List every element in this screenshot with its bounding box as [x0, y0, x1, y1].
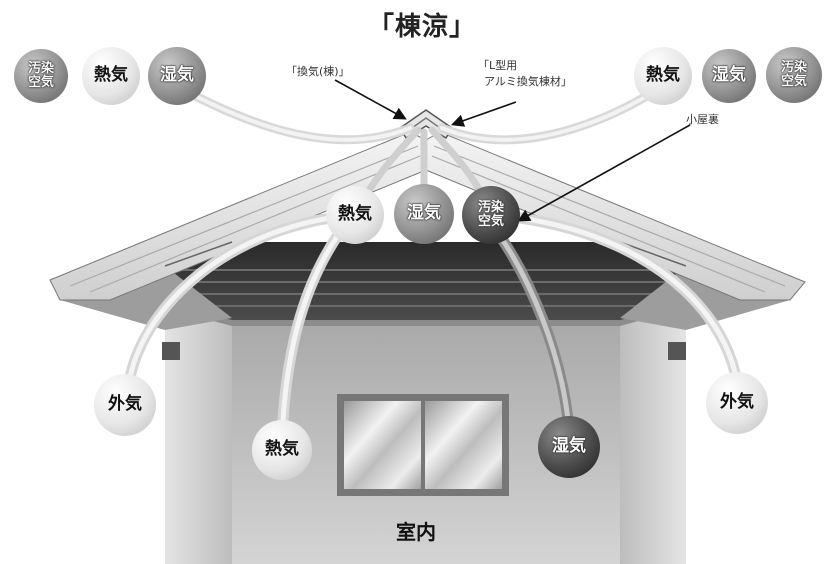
ball-outside-left: 外気	[94, 374, 156, 436]
left-post-band	[162, 342, 180, 360]
ball-attic-polluted: 汚染空気	[462, 186, 520, 244]
right-hip-line	[619, 241, 687, 267]
ball-top-left-heat: 熱気	[82, 47, 140, 105]
right-eave-fascia	[620, 266, 790, 330]
aluminum-vent-label-line1: 「L型用	[478, 59, 518, 72]
ball-top-left-humid: 湿気	[148, 47, 206, 105]
room-label: 室内	[396, 520, 436, 544]
ball-indoor-heat: 熱気	[252, 420, 312, 480]
attic-arrow	[517, 124, 691, 222]
window-pane-right	[425, 401, 502, 489]
attic-label: 小屋裏	[686, 113, 719, 126]
diagram-title: 「棟涼」	[368, 12, 477, 42]
aluminum-vent-label-line2: アルミ換気棟材」	[484, 75, 572, 88]
ball-attic-heat: 熱気	[326, 186, 384, 244]
ball-indoor-humid: 湿気	[538, 416, 600, 478]
ball-top-right-heat: 熱気	[634, 47, 692, 105]
soffit-slats	[140, 269, 700, 307]
aluminum-vent-arrow	[450, 101, 517, 127]
roof-ribs	[69, 145, 786, 293]
ridge-vent-detail	[411, 117, 441, 129]
air-streams	[122, 83, 744, 446]
ridge-vent-label: 「換気(棟)」	[286, 65, 350, 78]
left-eave-fascia	[60, 266, 232, 330]
right-post-band	[668, 342, 686, 360]
right-side-wall	[620, 305, 686, 564]
stream-ridge-right	[437, 83, 665, 145]
window-pane-left	[344, 401, 421, 489]
ball-top-left-polluted: 汚染空気	[14, 49, 68, 103]
left-side-wall	[165, 305, 232, 564]
annotation-arrows	[334, 79, 691, 222]
ball-top-right-humid: 湿気	[702, 49, 756, 103]
ridge-vent-arrow	[334, 79, 407, 120]
ball-outside-right: 外気	[706, 372, 768, 434]
ball-attic-humid: 湿気	[394, 184, 454, 244]
left-hip-line	[164, 241, 233, 267]
ball-top-right-polluted: 汚染空気	[766, 47, 822, 103]
